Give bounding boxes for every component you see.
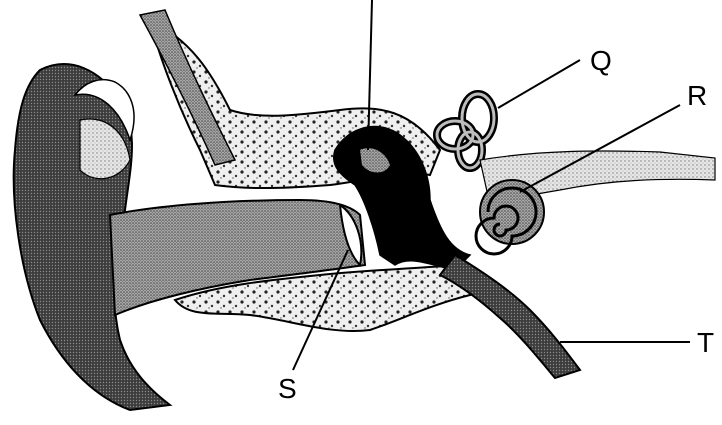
muscle-band [138, 9, 237, 166]
pinna-rim [73, 78, 135, 143]
leader-line-top [367, 0, 373, 151]
eustachian-tube [438, 253, 582, 380]
ossicle-highlight [360, 148, 390, 173]
leader-line-r [519, 104, 681, 193]
label-t: T [697, 327, 714, 358]
semicircular-canals-inner [435, 92, 496, 170]
label-r: R [687, 80, 707, 111]
concha [79, 118, 131, 180]
leader-line-q [497, 59, 581, 109]
label-q: Q [590, 45, 612, 76]
temporal-bone-lower [173, 263, 472, 332]
label-s: S [278, 373, 297, 404]
leader-line-s [292, 249, 349, 371]
ear-canal [108, 198, 367, 317]
eardrum [338, 202, 363, 268]
cochlea [474, 179, 545, 256]
